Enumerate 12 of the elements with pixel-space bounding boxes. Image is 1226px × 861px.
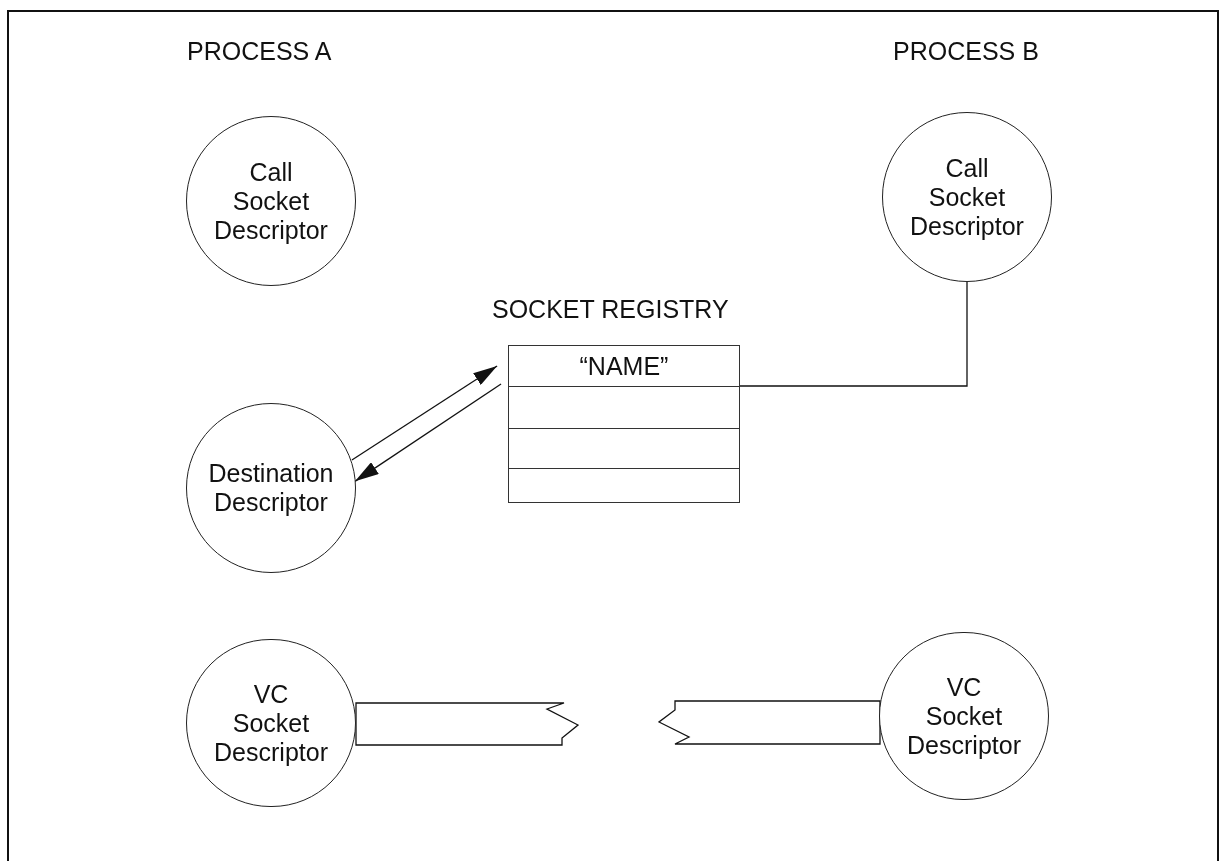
process-label: PROCESS A: [187, 36, 332, 66]
connector-line: [738, 281, 968, 387]
arrow: [351, 365, 498, 461]
node-label: Call Socket Descriptor: [910, 153, 1024, 241]
arrow: [354, 383, 502, 482]
table-heading: SOCKET REGISTRY: [492, 294, 729, 324]
node-label: VC Socket Descriptor: [214, 679, 328, 767]
node-label: Destination Descriptor: [208, 459, 334, 517]
row-label: “NAME”: [579, 351, 669, 381]
process-label: PROCESS B: [893, 36, 1039, 66]
node-label: VC Socket Descriptor: [907, 672, 1021, 760]
node-label: Call Socket Descriptor: [214, 157, 328, 245]
